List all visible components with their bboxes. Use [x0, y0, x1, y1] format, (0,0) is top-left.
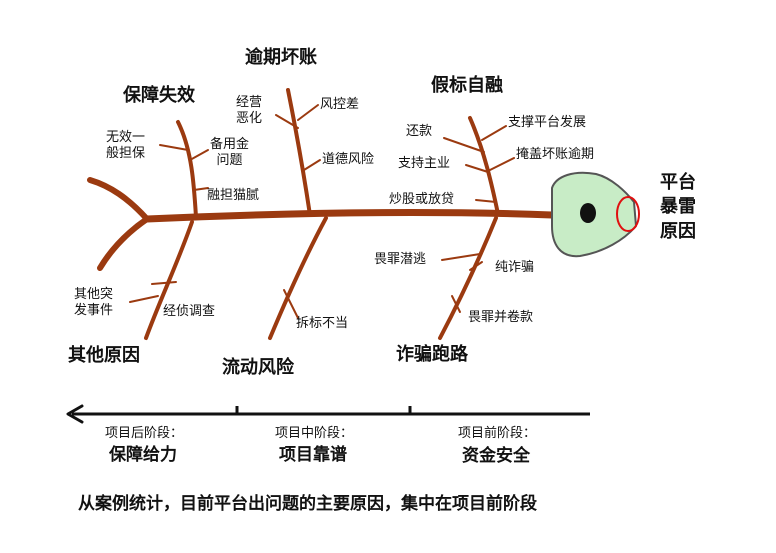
cause-repay-loans: 还款	[406, 124, 433, 139]
head-title: 平台 暴雷 原因	[660, 172, 696, 242]
phase-value-during: 项目靠谱	[279, 445, 347, 465]
tick-main-business	[465, 164, 489, 173]
category-overdue-bad-debt: 逾期坏账	[245, 47, 317, 68]
category-fake-self-financing: 假标自融	[431, 75, 503, 96]
cause-investigation: 经侦调查	[163, 304, 216, 319]
cause-support-main-business: 支持主业	[398, 156, 451, 171]
cause-speculate-or-lend: 炒股或放贷	[389, 192, 455, 207]
cause-risk-control-poor: 风控差	[320, 97, 360, 112]
tick-abscond	[451, 295, 461, 313]
category-guarantee-failure: 保障失效	[123, 85, 195, 106]
bone-other-reasons	[144, 220, 194, 340]
tick-platform-growth	[481, 125, 507, 141]
cause-reserve-fund-issue: 备用金 问题	[210, 137, 250, 168]
fish-tail-upper	[87, 177, 150, 222]
phase-label-after: 项目后阶段：	[105, 426, 184, 441]
cause-support-platform-growth: 支撑平台发展	[508, 115, 587, 130]
tick-repay	[443, 137, 485, 153]
cause-moral-hazard: 道德风险	[322, 152, 375, 167]
summary-caption: 从案例统计，目前平台出问题的主要原因，集中在项目前阶段	[78, 494, 537, 514]
phase-label-before: 项目前阶段：	[458, 426, 537, 441]
phase-value-before: 资金安全	[462, 446, 530, 466]
bone-overdue-bad-debt	[286, 88, 312, 217]
tick-speculate	[475, 199, 497, 203]
fish-tail-lower	[97, 216, 150, 271]
category-liquidity-risk: 流动风险	[222, 357, 294, 378]
bone-fake-self-financing	[468, 116, 500, 216]
fish-eye	[580, 203, 596, 223]
tick-financing-guarantee	[193, 187, 209, 191]
tick-no-effective-guarantee	[159, 144, 189, 151]
category-fraud-runaway: 诈骗跑路	[396, 344, 468, 365]
cause-pure-fraud: 纯诈骗	[495, 260, 535, 275]
cause-unexpected-events: 其他突 发事件	[74, 287, 114, 318]
tick-pure-fraud	[469, 261, 483, 271]
tick-flee	[441, 253, 481, 261]
cause-cover-bad-debt: 掩盖坏账逾期	[516, 147, 595, 162]
tick-unexpected-events	[129, 295, 159, 303]
fish-spine	[143, 208, 556, 223]
bone-guarantee-failure	[176, 120, 198, 219]
bone-liquidity-risk	[268, 216, 328, 340]
tick-investigation	[151, 281, 177, 285]
cause-improper-split: 拆标不当	[296, 316, 349, 331]
phase-value-after: 保障给力	[109, 445, 177, 465]
tick-cover-bad-debt	[489, 157, 515, 171]
phase-label-during: 项目中阶段：	[275, 426, 354, 441]
tick-moral-hazard	[303, 159, 321, 171]
bone-fraud-runaway	[438, 216, 498, 340]
fish-mouth-circle	[616, 196, 640, 232]
cause-no-effective-guarantee: 无效一 般担保	[106, 130, 146, 161]
tick-operation-deterioration	[275, 114, 299, 129]
tick-reserve-fund	[189, 149, 209, 161]
cause-abscond-with-funds: 畏罪并卷款	[468, 310, 534, 325]
category-other-reasons: 其他原因	[68, 345, 140, 366]
timeline-arrowhead	[66, 404, 84, 424]
cause-financing-guarantee-tricks: 融担猫腻	[207, 188, 260, 203]
cause-operation-deterioration: 经营 恶化	[236, 95, 263, 126]
cause-flee-from-crime: 畏罪潜逃	[374, 252, 427, 267]
tick-improper-split	[283, 289, 299, 319]
tick-risk-control	[297, 104, 319, 121]
